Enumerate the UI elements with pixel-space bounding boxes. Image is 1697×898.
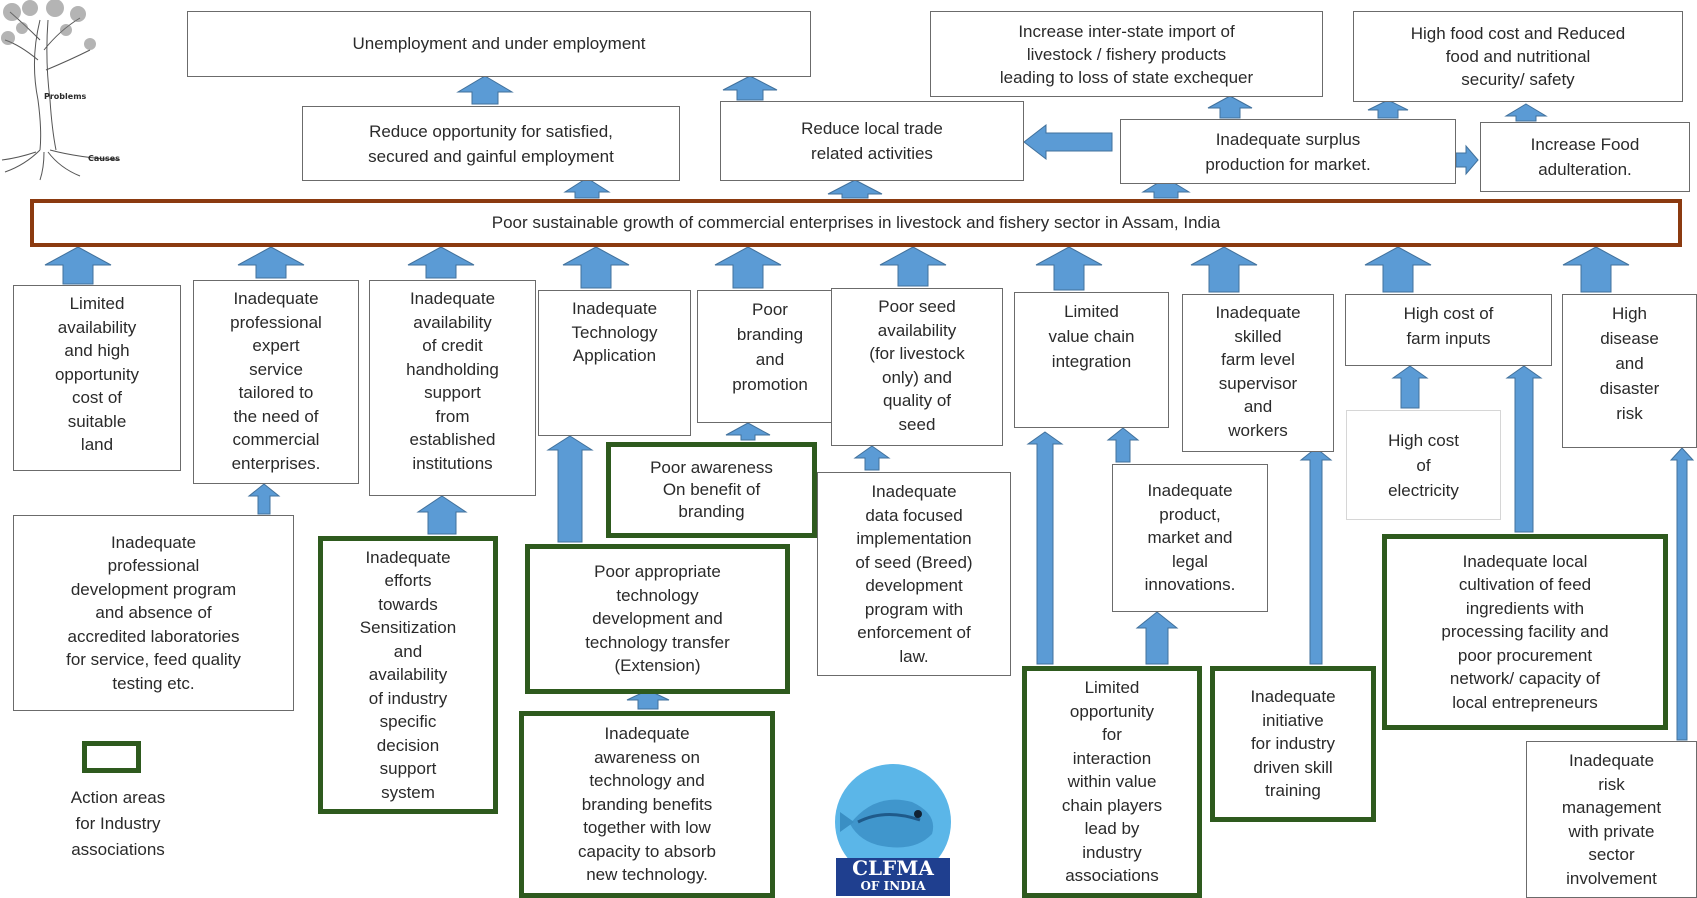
- cause-skilled: Inadequate skilled farm level supervisor…: [1182, 294, 1334, 452]
- effect-reduce-trade: Reduce local trade related activities: [720, 101, 1024, 181]
- subcause-seed-data: Inadequate data focused implementation o…: [817, 472, 1011, 676]
- subcause-skill-training: Inadequate initiative for industry drive…: [1210, 666, 1376, 822]
- up-arrow: [1141, 177, 1191, 199]
- up-arrow: [879, 246, 947, 287]
- tree-problems-label: Problems: [44, 92, 87, 101]
- up-arrow: [1299, 447, 1333, 665]
- side-arrow: [1023, 123, 1113, 161]
- up-arrow: [1505, 365, 1543, 533]
- subcause-innovations: Inadequate product, market and legal inn…: [1112, 464, 1268, 612]
- up-arrow: [407, 246, 475, 279]
- subcause-risk-management: Inadequate risk management with private …: [1526, 741, 1697, 898]
- up-arrow: [1367, 99, 1409, 119]
- subcause-interaction: Limited opportunity for interaction with…: [1022, 666, 1202, 898]
- subcause-awareness-branding: Poor awareness On benefit of branding: [606, 442, 817, 538]
- up-arrow: [725, 422, 771, 441]
- up-arrow: [237, 246, 305, 279]
- effect-interstate-import: Increase inter-state import of livestock…: [930, 11, 1323, 97]
- effect-unemployment: Unemployment and under employment: [187, 11, 811, 77]
- cause-land: Limited availability and high opportunit…: [13, 285, 181, 471]
- cause-credit: Inadequate availability of credit handho…: [369, 280, 536, 496]
- up-arrow: [1504, 103, 1548, 122]
- up-arrow: [853, 445, 891, 471]
- up-arrow: [626, 689, 670, 710]
- up-arrow: [1035, 246, 1103, 291]
- up-arrow: [546, 435, 594, 543]
- logo-name: CLFMA: [852, 856, 934, 880]
- subcause-sensitization: Inadequate efforts towards Sensitization…: [318, 536, 498, 814]
- cause-disease: High disease and disaster risk: [1562, 294, 1697, 448]
- up-arrow: [1669, 447, 1695, 741]
- up-arrow: [247, 483, 281, 515]
- up-arrow: [1135, 611, 1179, 665]
- subcause-prof-dev: Inadequate professional development prog…: [13, 515, 294, 711]
- up-arrow: [1026, 431, 1064, 665]
- subcause-tech-transfer: Poor appropriate technology development …: [525, 544, 790, 694]
- core-problem: Poor sustainable growth of commercial en…: [30, 199, 1682, 247]
- up-arrow: [1190, 246, 1258, 293]
- cause-seed: Poor seed availability (for livestock on…: [831, 288, 1003, 446]
- effect-reduce-opportunity: Reduce opportunity for satisfied, secure…: [302, 106, 680, 181]
- up-arrow: [1364, 246, 1432, 293]
- up-arrow: [416, 495, 468, 535]
- subcause-feed: Inadequate local cultivation of feed ing…: [1382, 534, 1668, 730]
- subcause-electricity: High cost of electricity: [1346, 410, 1501, 520]
- legend-swatch: [82, 741, 141, 773]
- up-arrow: [1391, 365, 1429, 409]
- side-arrow: [1455, 144, 1479, 176]
- cause-technology: Inadequate Technology Application: [538, 290, 691, 436]
- up-arrow: [714, 246, 782, 289]
- up-arrow: [1106, 427, 1140, 463]
- cause-farm-inputs: High cost of farm inputs: [1345, 294, 1552, 366]
- up-arrow: [722, 75, 778, 101]
- up-arrow: [827, 179, 883, 199]
- effect-surplus: Inadequate surplus production for market…: [1120, 119, 1456, 184]
- tree-causes-label: Causes: [88, 154, 120, 163]
- logo-sub: OF INDIA: [860, 879, 926, 893]
- subcause-tech-awareness: Inadequate awareness on technology and b…: [519, 711, 775, 898]
- problem-tree-icon: [1, 0, 121, 181]
- up-arrow: [44, 246, 112, 285]
- effect-adulteration: Increase Food adulteration.: [1480, 122, 1690, 192]
- clfma-logo-text: CLFMA OF INDIA: [836, 858, 950, 896]
- up-arrow: [563, 177, 611, 199]
- up-arrow: [1562, 246, 1630, 293]
- up-arrow: [562, 246, 630, 289]
- up-arrow: [456, 75, 514, 105]
- cause-expert-service: Inadequate professional expert service t…: [193, 280, 359, 484]
- clfma-logo: [835, 764, 951, 880]
- up-arrow: [1207, 95, 1253, 119]
- cause-branding: Poor branding and promotion: [697, 290, 843, 423]
- legend-label: Action areas for Industry associations: [70, 788, 166, 859]
- effect-food-cost: High food cost and Reduced food and nutr…: [1353, 11, 1683, 102]
- cause-value-chain: Limited value chain integration: [1014, 292, 1169, 428]
